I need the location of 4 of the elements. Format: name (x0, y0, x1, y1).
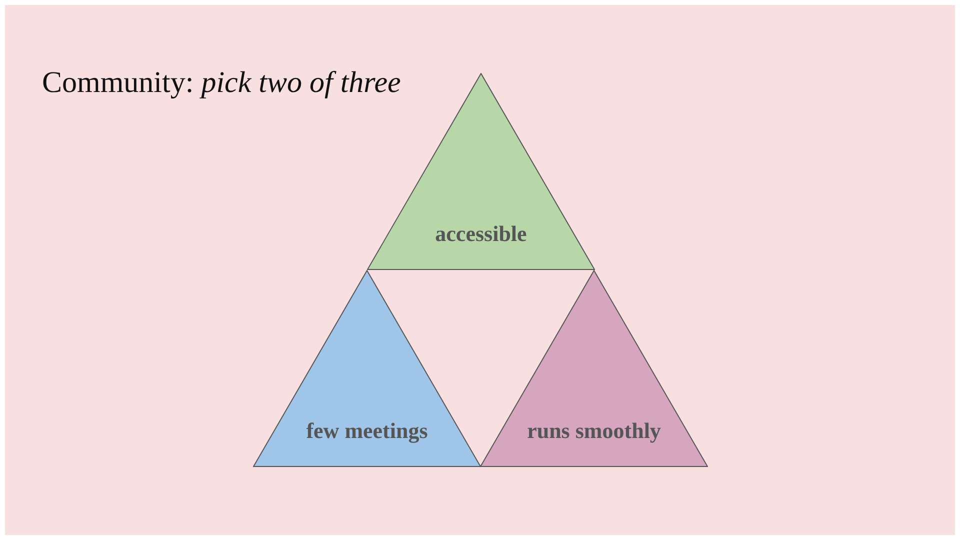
title: Community: pick two of three (42, 65, 401, 101)
triangle-label: accessible (435, 221, 527, 247)
triangle-label: few meetings (306, 418, 428, 444)
triangle-label: runs smoothly (527, 418, 661, 444)
